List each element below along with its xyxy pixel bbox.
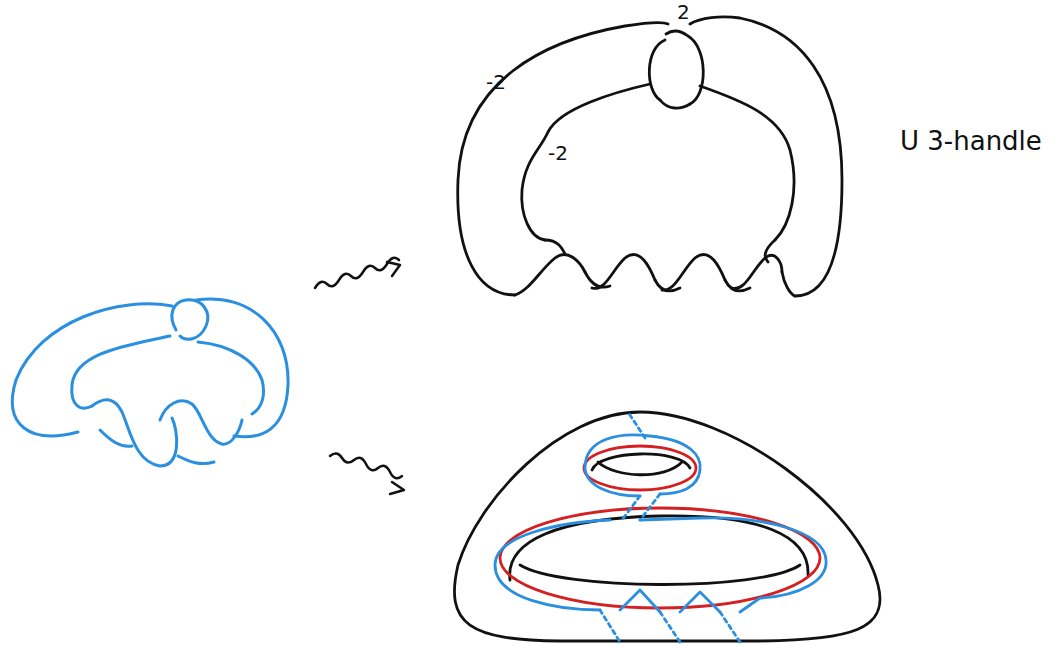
kirby-diagram (458, 17, 842, 296)
framing-coefficient: -2 (548, 143, 568, 163)
squiggle-arrow (315, 258, 404, 494)
genus-two-surface (454, 412, 880, 642)
handle-note: U 3-handle (900, 128, 1042, 154)
knot-diagram (12, 299, 288, 466)
framing-coefficient: -2 (486, 72, 506, 92)
framing-coefficient: 2 (677, 2, 690, 22)
